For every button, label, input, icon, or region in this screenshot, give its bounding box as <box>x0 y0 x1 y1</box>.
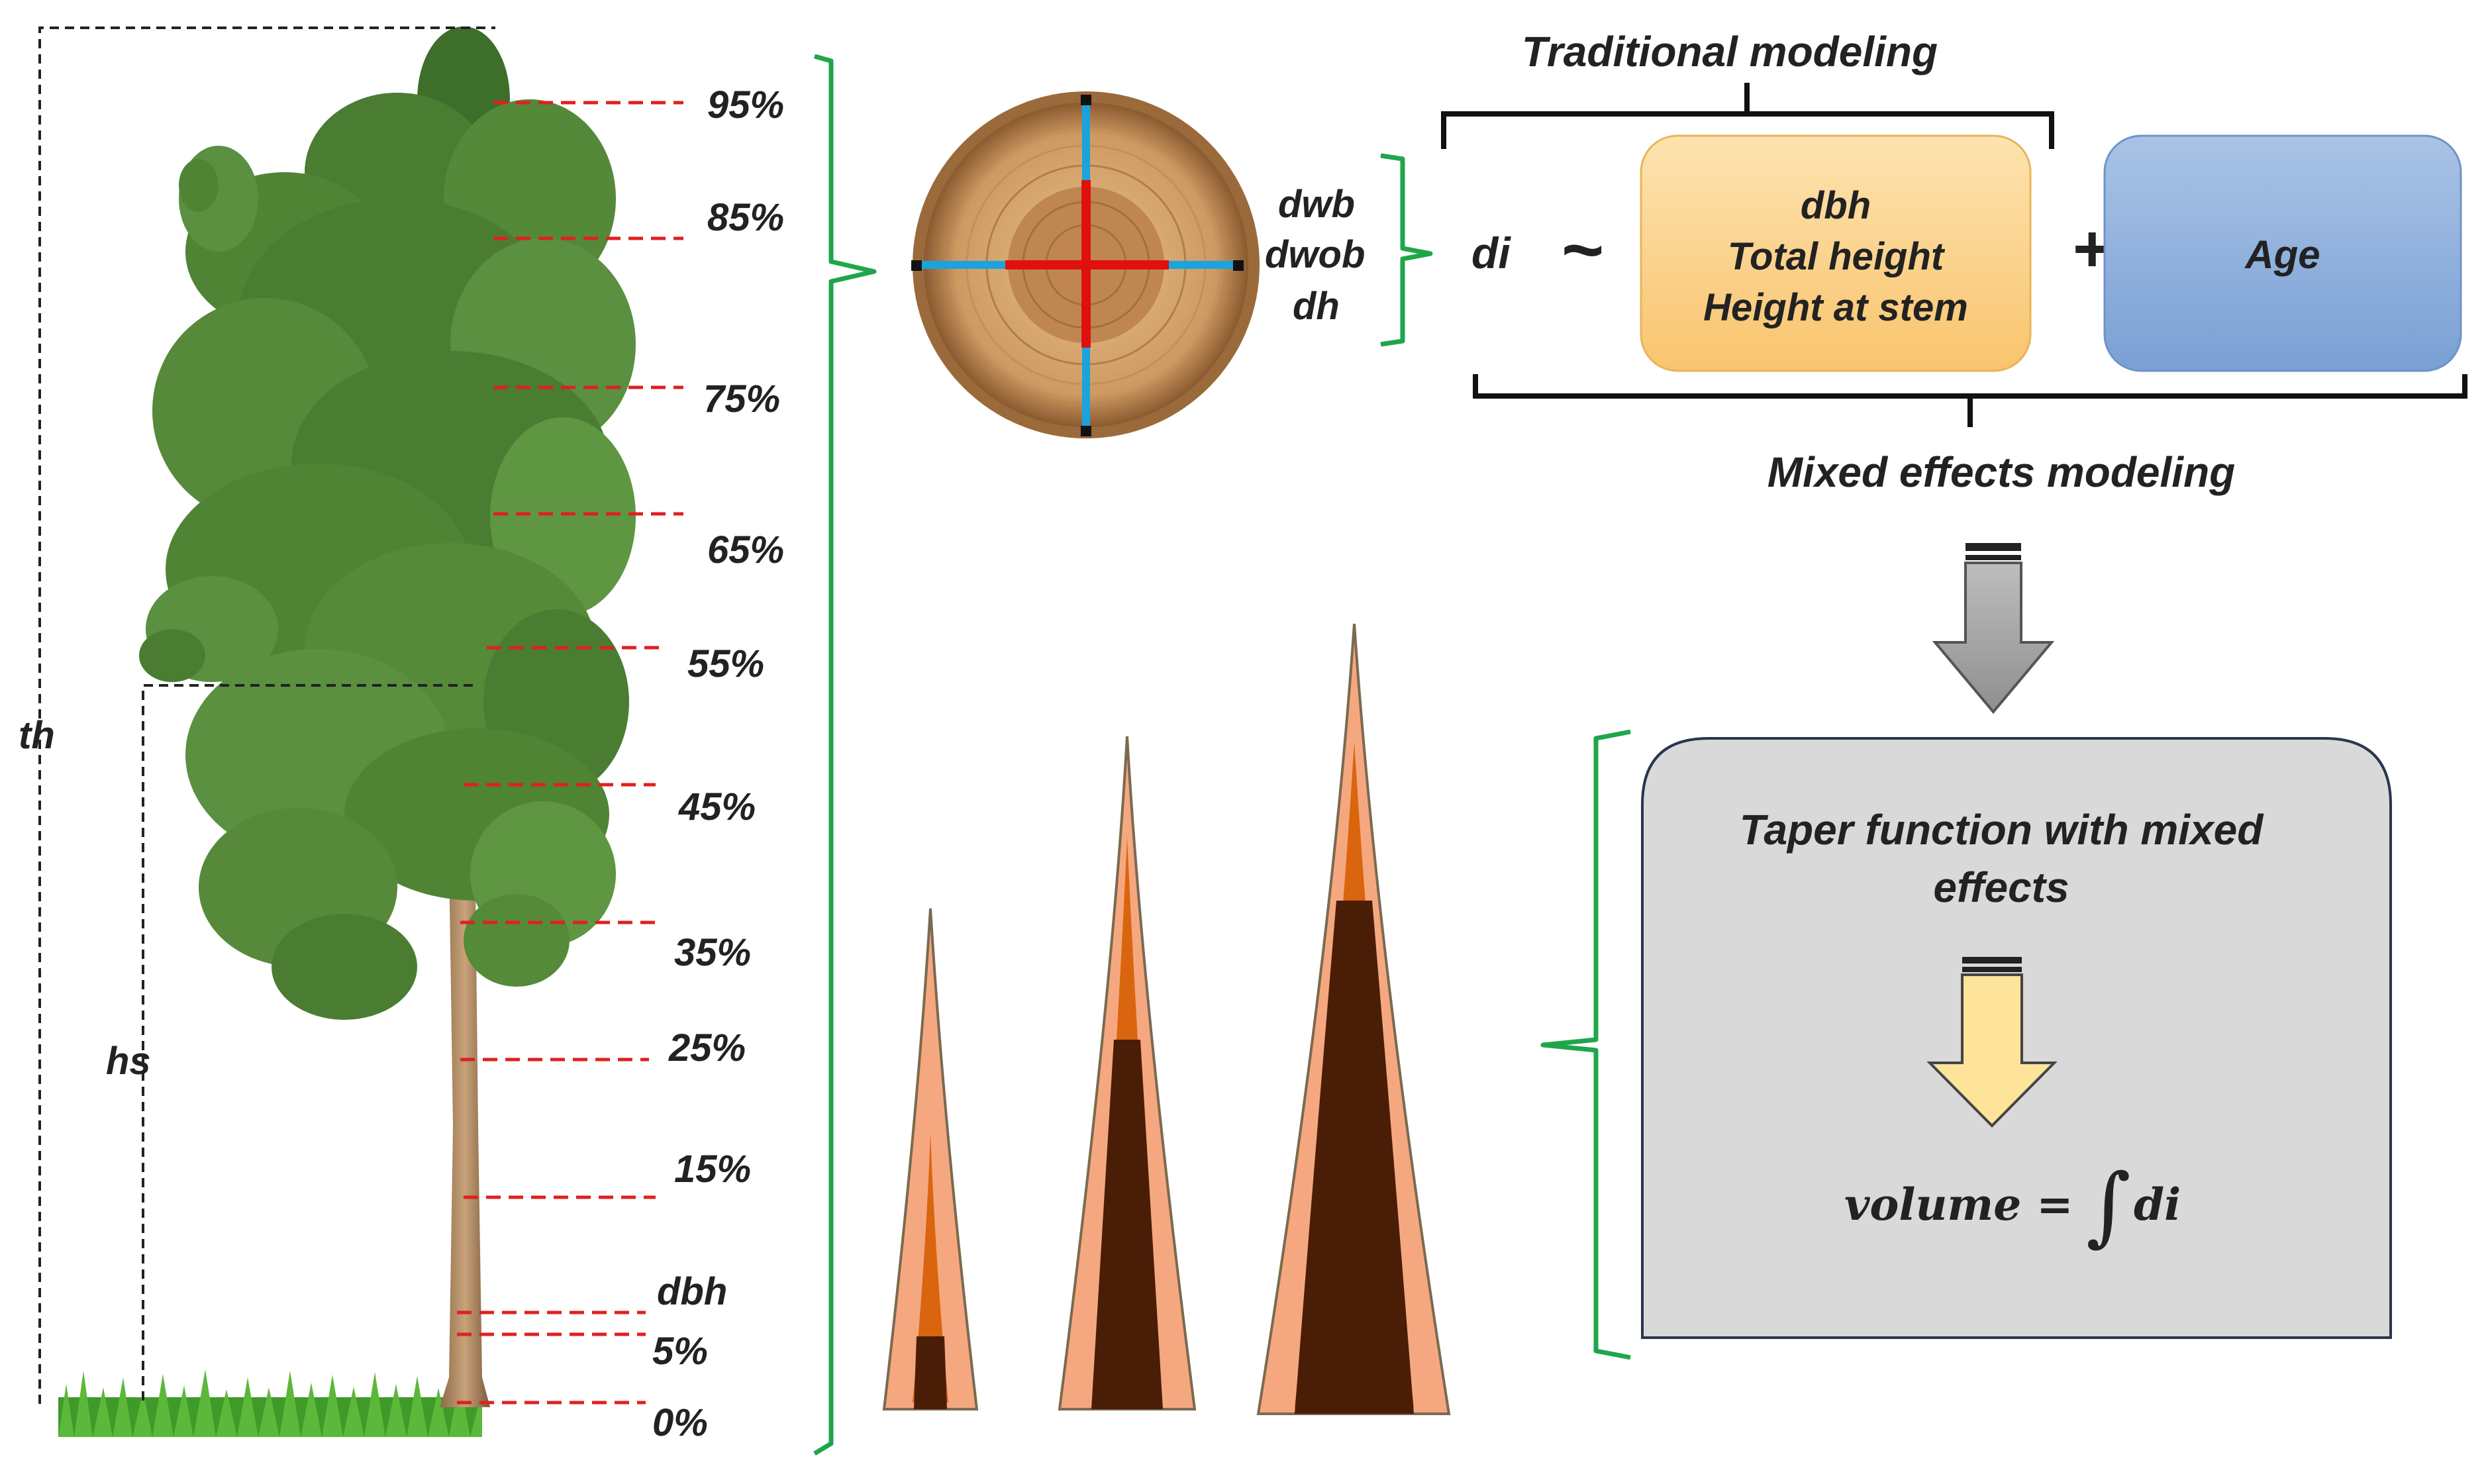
height-label: 15% <box>674 1148 751 1191</box>
volume-rhs: di <box>2134 1179 2181 1230</box>
height-label: 85% <box>707 196 784 239</box>
height-label: 35% <box>674 931 751 974</box>
dh-label: dh <box>1293 285 1340 328</box>
mixed-effects-label: Mixed effects modeling <box>1767 448 2236 496</box>
height-labels: 95% 85% 75% 65% 55% 45% 35% 25% 15% dbh … <box>652 83 784 1444</box>
taper-title-line2: effects <box>1933 864 2069 911</box>
height-label: 0% <box>652 1401 708 1444</box>
taper-profile-large <box>1256 623 1451 1415</box>
predictor-dbh: dbh <box>1801 184 1871 227</box>
taper-title-line1: Taper function with mixed <box>1740 806 2264 854</box>
height-label: 75% <box>703 377 780 420</box>
down-arrow-icon <box>1932 543 2055 715</box>
age-label: Age <box>2244 232 2320 277</box>
dwob-label: dwob <box>1265 233 1365 276</box>
diameter-brace <box>1380 153 1433 347</box>
height-label: 65% <box>707 528 784 571</box>
di-label: di <box>1471 228 1511 277</box>
volume-formula: volume = ∫ di <box>1844 1155 2181 1256</box>
predictor-total-height: Total height <box>1728 235 1946 278</box>
trunk <box>440 768 490 1407</box>
height-label: 55% <box>687 642 764 685</box>
height-label: 45% <box>678 785 756 828</box>
dwb-label: dwb <box>1278 183 1355 226</box>
foliage <box>139 26 636 1020</box>
traditional-modeling-label: Traditional modeling <box>1522 28 1938 75</box>
predictor-height-at-stem: Height at stem <box>1703 286 1968 329</box>
volume-lhs: volume = <box>1844 1179 2073 1230</box>
th-label: th <box>19 714 55 757</box>
taper-profile-small <box>882 908 979 1410</box>
wood-disc-icon <box>911 91 1260 438</box>
hs-bracket <box>142 684 473 1401</box>
predictor-box: dbh Total height Height at stem <box>1640 134 2032 372</box>
down-arrow-icon <box>1926 957 2058 1128</box>
taper-profile-medium <box>1058 736 1197 1410</box>
height-label: 95% <box>707 83 784 126</box>
grass <box>58 1369 482 1437</box>
height-guides <box>457 101 683 1405</box>
taper-brace <box>1540 729 1631 1360</box>
tree-brace <box>813 54 877 1456</box>
th-bracket <box>38 26 495 1404</box>
height-label: dbh <box>657 1270 727 1313</box>
mixed-bracket <box>1473 374 2467 427</box>
integral-symbol: ∫ <box>2086 1155 2131 1256</box>
diameter-labels: dwb dwob dh <box>1265 183 1365 328</box>
age-box: Age <box>2103 134 2462 372</box>
height-label: 5% <box>652 1330 708 1373</box>
height-label: 25% <box>668 1026 746 1069</box>
tree-photo-icon <box>58 26 636 1437</box>
tilde-symbol: ~ <box>1562 209 1604 291</box>
hs-label: hs <box>106 1040 151 1083</box>
traditional-bracket <box>1441 83 2054 149</box>
